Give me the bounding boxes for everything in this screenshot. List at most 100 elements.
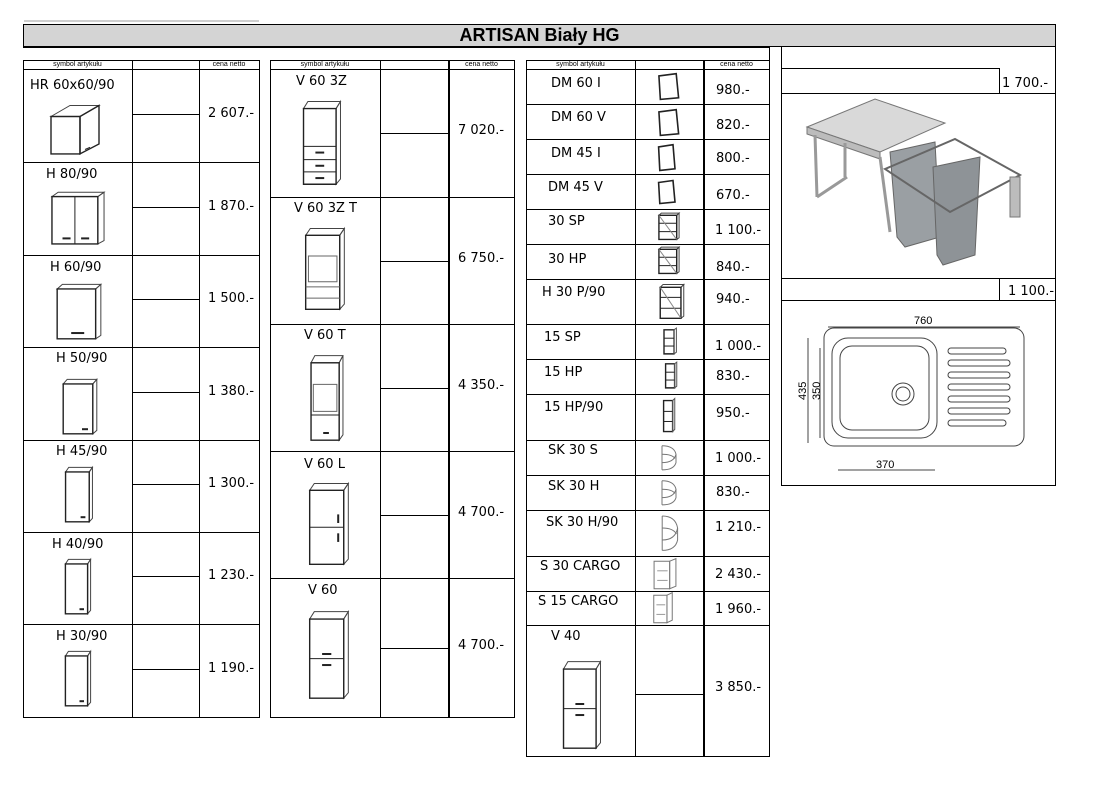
top-rule: [24, 20, 259, 22]
narrow-shelf-icon: [662, 361, 680, 389]
item-price: 830.-: [716, 485, 750, 500]
acc-rule: [781, 93, 1056, 94]
bin-right: [933, 157, 980, 265]
item-price: 4 350.-: [458, 377, 505, 393]
waste-bin-price: 1 700.-: [1002, 76, 1049, 91]
acc-rule: [781, 485, 1056, 486]
bin-rim: [885, 139, 1020, 212]
row-rule: [526, 279, 769, 280]
acc-rule: [1055, 24, 1056, 486]
item-symbol: SK 30 S: [548, 443, 598, 458]
header-rule: [270, 69, 515, 70]
item-symbol: 15 HP: [544, 365, 583, 380]
mid-rule: [132, 299, 199, 300]
sink-bowl-inner: [840, 346, 929, 430]
header-rule: [526, 60, 769, 61]
item-symbol: 30 HP: [548, 252, 587, 267]
acc-rule: [781, 278, 1056, 279]
mid-rule: [380, 514, 448, 516]
header-price: cena netto: [212, 61, 246, 68]
item-symbol: H 45/90: [56, 444, 108, 459]
mid-rule: [132, 668, 199, 670]
item-symbol: V 60 3Z T: [294, 201, 357, 216]
col-rule: [769, 60, 770, 757]
col-rule: [448, 60, 450, 718]
row-rule: [526, 475, 769, 476]
header-rule: [270, 60, 515, 61]
item-price: 830.-: [716, 369, 750, 384]
col-rule: [703, 60, 705, 757]
item-price: 670.-: [716, 188, 750, 203]
item-price: 800.-: [716, 151, 750, 166]
col-rule: [132, 60, 133, 718]
sink-outline: [824, 328, 1024, 446]
header-symbol: symbol artykułu: [556, 61, 605, 68]
mid-rule: [132, 113, 199, 115]
col-rule: [270, 60, 271, 718]
item-price: 2 607.-: [208, 105, 255, 121]
item-symbol: H 30/90: [56, 629, 108, 644]
double-door-wall-cabinet-icon: [47, 190, 109, 245]
bottom-rule: [270, 717, 515, 718]
item-price: 1 380.-: [208, 383, 255, 399]
wall-cabinet-flap-icon: [53, 282, 105, 340]
item-price: 840.-: [716, 260, 750, 275]
item-price: 1 190.-: [208, 660, 255, 676]
item-symbol: DM 45 V: [548, 180, 603, 195]
item-price: 1 500.-: [208, 291, 255, 306]
item-symbol: H 60/90: [50, 260, 102, 275]
item-price: 950.-: [716, 406, 750, 421]
item-symbol: H 40/90: [52, 537, 104, 552]
col-rule: [635, 60, 636, 757]
col-rule: [23, 60, 24, 718]
row-rule: [526, 324, 769, 325]
col-rule: [526, 60, 527, 757]
item-symbol: V 60 3Z: [296, 74, 347, 89]
item-price: 4 700.-: [458, 504, 505, 520]
cargo-cabinet-icon: [652, 558, 678, 590]
item-symbol: H 80/90: [46, 167, 98, 182]
item-price: 1 210.-: [715, 520, 762, 535]
narrow-shelf-icon: [660, 397, 678, 433]
row-rule: [526, 359, 769, 360]
sink-bowl: [832, 338, 937, 438]
tall-cabinet-oven-drawers-icon: [302, 225, 348, 311]
bin-handle: [1010, 177, 1020, 217]
row-rule: [526, 440, 769, 441]
item-symbol: V 60: [308, 583, 338, 598]
round-shelf-icon: [660, 443, 680, 471]
dim-width-label: 760: [914, 315, 932, 327]
item-symbol: S 30 CARGO: [540, 559, 621, 574]
item-symbol: 15 HP/90: [544, 400, 604, 415]
row-rule: [270, 451, 515, 452]
front-panel-icon: [657, 72, 681, 100]
item-price: 2 430.-: [715, 567, 762, 582]
row-rule: [526, 556, 769, 557]
front-panel-icon: [657, 108, 681, 136]
row-rule: [23, 532, 260, 533]
item-price: 4 700.-: [458, 637, 505, 653]
row-rule: [270, 578, 515, 579]
mid-rule: [132, 206, 199, 208]
bin-left: [890, 142, 940, 247]
mid-rule: [132, 576, 199, 577]
header-symbol: symbol artykułu: [53, 61, 102, 68]
item-price: 6 750.-: [458, 250, 505, 266]
wall-cabinet-icon: [63, 649, 93, 707]
row-rule: [526, 591, 769, 592]
bottom-rule: [526, 756, 770, 757]
item-price: 7 020.-: [458, 123, 505, 138]
tall-cabinet-icon: [560, 658, 604, 750]
round-shelf-icon: [660, 478, 680, 506]
item-symbol: SK 30 H: [548, 479, 600, 494]
header-rule: [23, 60, 260, 61]
row-rule: [526, 510, 769, 511]
item-price: 1 000.-: [715, 339, 762, 354]
row-rule: [526, 625, 769, 626]
open-shelf-icon: [658, 283, 686, 319]
item-symbol: H 30 P/90: [542, 285, 606, 300]
dim-bowl-depth-label: 350: [811, 382, 823, 400]
front-panel-icon: [657, 143, 677, 171]
item-price: 1 100.-: [715, 223, 762, 238]
bin-frame-leg: [815, 135, 817, 197]
